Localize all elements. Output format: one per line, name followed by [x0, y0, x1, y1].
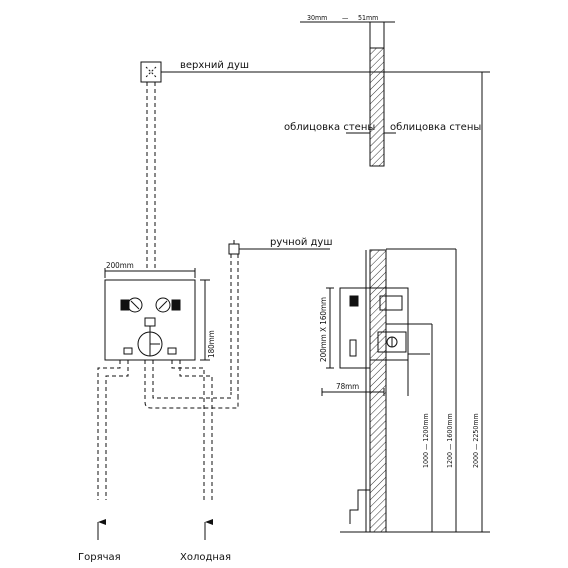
hand-shower-outlet [228, 243, 240, 255]
diverter-valve-left [120, 297, 143, 313]
wall-thickness-min-label: 30mm [307, 14, 327, 22]
front-view [97, 61, 490, 540]
hot-supply-pipe [97, 360, 121, 500]
wall-thickness-max-label: 51mm [358, 14, 378, 22]
cold-water-label: Холодная [180, 552, 231, 563]
wall-upper [369, 47, 385, 167]
diverter-valve-right [155, 297, 181, 313]
valve-height-label: 1000 — 1200mm [422, 413, 430, 468]
top-shower-outlet [140, 61, 162, 83]
hand-height-label: 1200 — 1600mm [446, 413, 454, 468]
top-height-label: 2000 — 2250mm [472, 413, 480, 468]
box-height-label: 180mm [207, 330, 216, 358]
mixer-box [104, 279, 196, 361]
top-shower-label: верхний душ [180, 60, 249, 71]
text-labels: 30mm — 51mm верхний душ облицовка стены … [78, 14, 481, 563]
section-size-label: 200mm X 160mm [319, 297, 328, 362]
depth-label: 78mm [336, 382, 359, 391]
hand-shower-loop [144, 360, 239, 409]
wall-thickness-sep-label: — [342, 14, 348, 22]
wall-cladding-right-label: облицовка стены [390, 122, 481, 133]
center-connector [144, 317, 156, 327]
hot-water-label: Горячая [78, 552, 121, 563]
hand-shower-label: ручной душ [270, 237, 333, 248]
cold-supply-pipe [171, 360, 205, 500]
box-width-label: 200mm [106, 261, 134, 270]
floor-step [349, 489, 370, 524]
section-view [300, 21, 490, 533]
wall-cladding-left-label: облицовка стены [284, 122, 375, 133]
